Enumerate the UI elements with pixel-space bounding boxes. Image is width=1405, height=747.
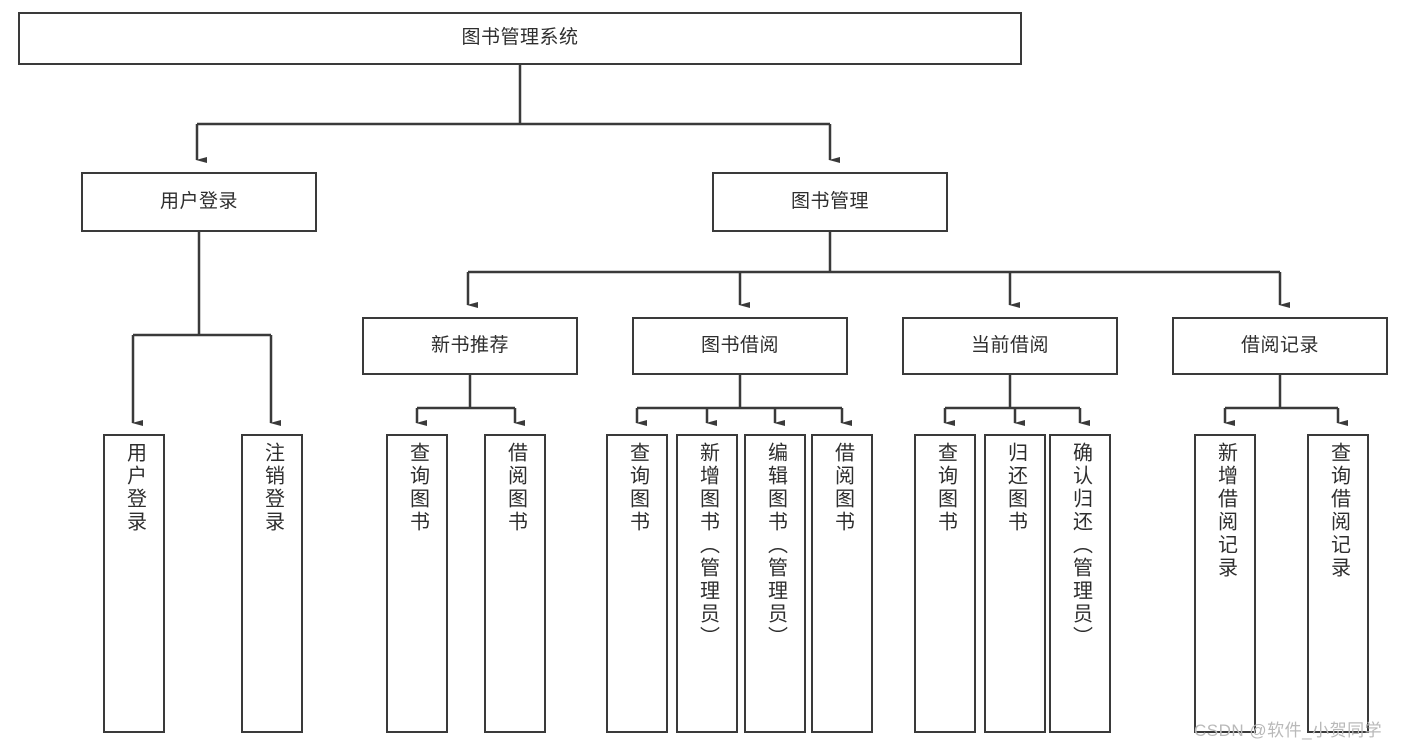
node-current-borrow-label: 当前借阅 xyxy=(970,334,1049,356)
node-user-login-leaf[interactable]: 用户登录 xyxy=(103,434,165,733)
node-edit-book-admin-label: 编辑图书（管理员） xyxy=(764,442,787,649)
node-add-book-admin[interactable]: 新增图书（管理员） xyxy=(676,434,738,733)
node-book-management[interactable]: 图书管理 xyxy=(712,172,948,232)
csdn-watermark: CSDN @软件_小贺同学 xyxy=(1194,721,1383,740)
node-root-label: 图书管理系统 xyxy=(461,27,579,49)
node-confirm-return-admin-label: 确认归还（管理员） xyxy=(1069,442,1092,649)
node-query-borrow-record[interactable]: 查询借阅记录 xyxy=(1307,434,1369,733)
node-current-borrow[interactable]: 当前借阅 xyxy=(902,317,1118,375)
node-query-book-3-label: 查询图书 xyxy=(934,442,957,534)
node-book-borrow-label: 图书借阅 xyxy=(700,334,779,356)
node-borrow-book-2-label: 借阅图书 xyxy=(831,442,854,534)
node-borrow-record-label: 借阅记录 xyxy=(1240,334,1319,356)
node-query-borrow-record-label: 查询借阅记录 xyxy=(1327,442,1350,580)
node-return-book[interactable]: 归还图书 xyxy=(984,434,1046,733)
node-user-login-label: 用户登录 xyxy=(159,190,238,212)
node-add-borrow-record-label: 新增借阅记录 xyxy=(1214,442,1237,580)
node-book-management-label: 图书管理 xyxy=(790,190,869,212)
node-borrow-book-1[interactable]: 借阅图书 xyxy=(484,434,546,733)
node-query-book-1[interactable]: 查询图书 xyxy=(386,434,448,733)
node-book-borrow[interactable]: 图书借阅 xyxy=(632,317,848,375)
node-query-book-1-label: 查询图书 xyxy=(406,442,429,534)
node-query-book-3[interactable]: 查询图书 xyxy=(914,434,976,733)
node-query-book-2-label: 查询图书 xyxy=(626,442,649,534)
node-query-book-2[interactable]: 查询图书 xyxy=(606,434,668,733)
node-borrow-book-1-label: 借阅图书 xyxy=(504,442,527,534)
node-confirm-return-admin[interactable]: 确认归还（管理员） xyxy=(1049,434,1111,733)
node-edit-book-admin[interactable]: 编辑图书（管理员） xyxy=(744,434,806,733)
node-borrow-book-2[interactable]: 借阅图书 xyxy=(811,434,873,733)
node-add-borrow-record[interactable]: 新增借阅记录 xyxy=(1194,434,1256,733)
node-user-logout-leaf[interactable]: 注销登录 xyxy=(241,434,303,733)
node-root[interactable]: 图书管理系统 xyxy=(18,12,1022,65)
node-return-book-label: 归还图书 xyxy=(1004,442,1027,534)
node-user-login[interactable]: 用户登录 xyxy=(81,172,317,232)
node-user-logout-leaf-label: 注销登录 xyxy=(261,442,284,534)
node-add-book-admin-label: 新增图书（管理员） xyxy=(696,442,719,649)
node-borrow-record[interactable]: 借阅记录 xyxy=(1172,317,1388,375)
node-new-book-recommend-label: 新书推荐 xyxy=(430,334,509,356)
node-new-book-recommend[interactable]: 新书推荐 xyxy=(362,317,578,375)
node-user-login-leaf-label: 用户登录 xyxy=(123,442,146,534)
